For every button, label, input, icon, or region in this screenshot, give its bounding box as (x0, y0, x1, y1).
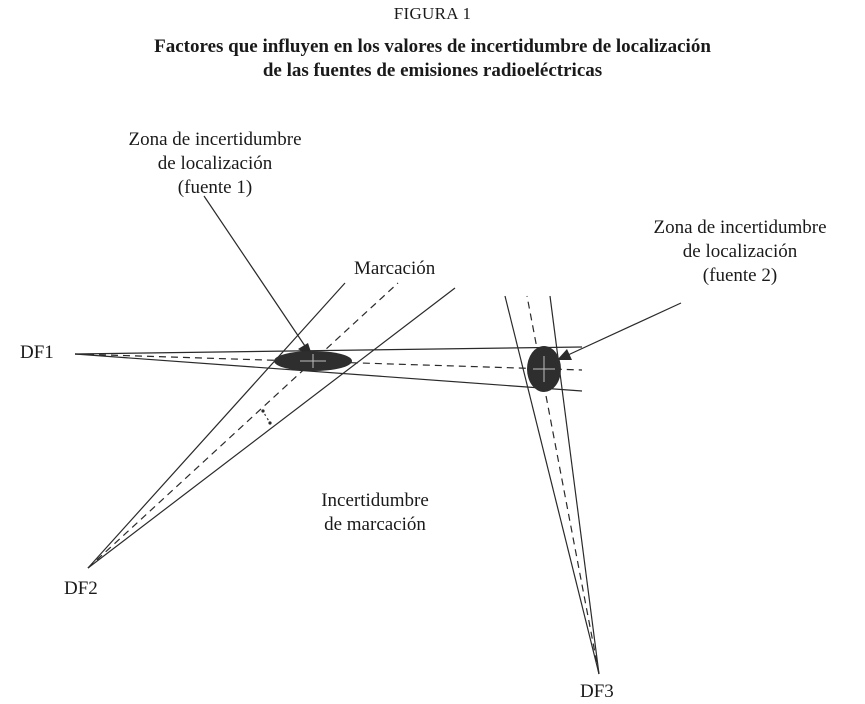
figure-title-line-1: Factores que influyen en los valores de … (154, 36, 711, 57)
zone2-leader-line (567, 302, 682, 356)
figure-title: Factores que influyen en los valores de … (60, 35, 805, 83)
df3-label: DF3 (580, 681, 614, 702)
df2-bearing-center (87, 282, 399, 569)
figure-number: FIGURA 1 (393, 4, 472, 23)
zone1-leader-line (203, 195, 306, 347)
bearing-uncertainty-label: Incertidumbre de marcación (321, 490, 429, 535)
df1-bearing-upper-edge (74, 346, 583, 355)
df2-bearing-right-edge (87, 287, 456, 569)
df3-bearing-right-edge (549, 295, 600, 675)
zone2-label: Zona de incertidumbre de localización (f… (653, 217, 827, 286)
zone-crosshairs (300, 354, 555, 382)
df3-bearing-center (526, 295, 600, 675)
df2-bearing-left-edge (87, 282, 346, 569)
figure-title-line-2: de las fuentes de emisiones radioeléctri… (262, 60, 603, 81)
arc-dot-lower (268, 421, 272, 425)
df1-label: DF1 (20, 342, 54, 363)
df3-bearing-left-edge (504, 295, 600, 675)
df1-bearing-lower-edge (74, 353, 583, 392)
zone1-label: Zona de incertidumbre de localización (f… (128, 129, 302, 198)
zone2-arrow-head (557, 349, 572, 360)
df2-label: DF2 (64, 578, 98, 599)
bearing-label: Marcación (354, 258, 436, 279)
arc-dot-upper (261, 409, 265, 413)
